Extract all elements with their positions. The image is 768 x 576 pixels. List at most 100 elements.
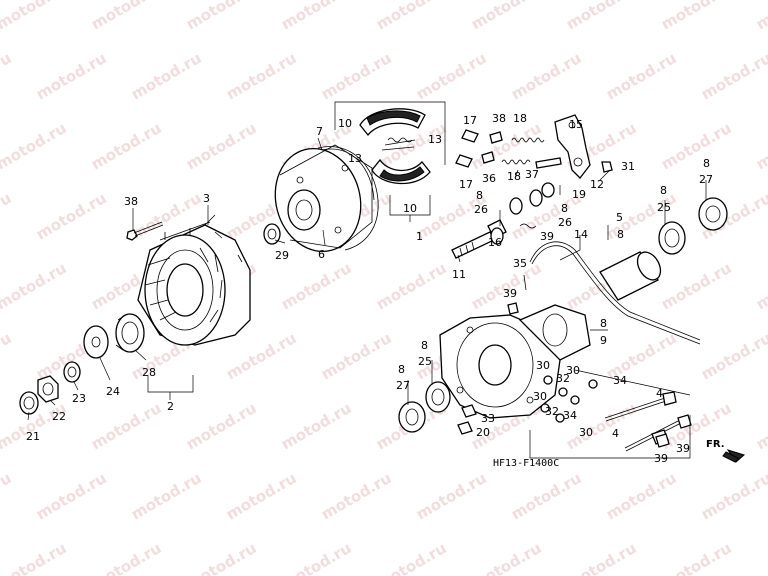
- watermark-text: motod.ru: [183, 539, 259, 576]
- label-33: 33: [481, 412, 495, 425]
- bearing-28: [115, 313, 145, 353]
- bolt-38: [126, 221, 164, 241]
- wing-nut-17a: [461, 129, 479, 143]
- label-23: 23: [72, 392, 86, 405]
- watermark-text: motod.ru: [0, 469, 14, 524]
- label-7: 7: [316, 125, 323, 138]
- label-6: 6: [318, 248, 325, 261]
- spring-39: [519, 223, 537, 229]
- watermark-text: motod.ru: [563, 0, 639, 33]
- label-11: 11: [452, 268, 466, 281]
- label-26b: 26: [558, 216, 572, 229]
- watermark-text: motod.ru: [278, 0, 354, 33]
- washer-30a: [543, 375, 553, 385]
- label-30c: 30: [579, 426, 593, 439]
- label-39a: 39: [540, 230, 554, 243]
- brake-arm-12: [554, 114, 591, 179]
- spacer-23: [63, 361, 81, 383]
- watermark-text: motod.ru: [0, 539, 69, 576]
- label-36: 36: [482, 172, 496, 185]
- label-32b: 32: [545, 405, 559, 418]
- watermark-text: motod.ru: [753, 259, 768, 314]
- label-8h: 8: [398, 363, 405, 376]
- watermark-text: motod.ru: [88, 0, 164, 33]
- watermark-text: motod.ru: [698, 49, 768, 104]
- watermark-text: motod.ru: [88, 399, 164, 454]
- label-4a: 4: [656, 387, 663, 400]
- label-2: 2: [167, 400, 174, 413]
- label-30b: 30: [533, 390, 547, 403]
- spring-18b: [501, 159, 531, 165]
- label-22: 22: [52, 410, 66, 423]
- watermark-text: motod.ru: [658, 539, 734, 576]
- watermark-text: motod.ru: [603, 49, 679, 104]
- seal-27b: [398, 401, 426, 433]
- label-27b: 27: [396, 379, 410, 392]
- washer-16: [490, 227, 504, 245]
- label-10b: 10: [403, 202, 417, 215]
- watermark-text: motod.ru: [753, 119, 768, 174]
- label-30d: 30: [566, 364, 580, 377]
- watermark-text: motod.ru: [0, 329, 14, 384]
- label-17b: 17: [459, 178, 473, 191]
- nut-34a: [588, 379, 598, 389]
- bearing-25a: [658, 221, 686, 255]
- label-26a: 26: [474, 203, 488, 216]
- label-8a: 8: [476, 189, 483, 202]
- watermark-text: motod.ru: [753, 399, 768, 454]
- watermark-text: motod.ru: [128, 49, 204, 104]
- watermark-text: motod.ru: [373, 539, 449, 576]
- pin-36a: [489, 131, 503, 144]
- washer-32a: [558, 387, 568, 397]
- washer-24: [83, 325, 109, 359]
- watermark-text: motod.ru: [318, 329, 394, 384]
- watermark-text: motod.ru: [508, 469, 584, 524]
- watermark-text: motod.ru: [318, 469, 394, 524]
- label-28: 28: [142, 366, 156, 379]
- watermark-text: motod.ru: [563, 399, 639, 454]
- watermark-text: motod.ru: [468, 0, 544, 33]
- label-8e: 8: [703, 157, 710, 170]
- label-29: 29: [275, 249, 289, 262]
- watermark-text: motod.ru: [0, 259, 69, 314]
- watermark-text: motod.ru: [373, 0, 449, 33]
- watermark-text: motod.ru: [698, 329, 768, 384]
- bolt-33: [461, 404, 477, 418]
- nut-20: [457, 421, 473, 435]
- nut-34b: [570, 395, 580, 405]
- cable-14: [529, 241, 701, 341]
- label-14: 14: [574, 228, 588, 241]
- label-37: 37: [525, 168, 539, 181]
- front-direction-label: FR.: [706, 439, 725, 450]
- washer-32b: [555, 413, 565, 423]
- label-8c: 8: [617, 228, 624, 241]
- bolt-37: [535, 157, 562, 169]
- watermark-text: motod.ru: [223, 329, 299, 384]
- watermark-text: motod.ru: [753, 539, 768, 576]
- bolt-39a: [507, 302, 519, 315]
- leader-lines: [27, 137, 707, 421]
- watermark-text: motod.ru: [563, 539, 639, 576]
- watermark-text: motod.ru: [0, 49, 14, 104]
- label-20: 20: [476, 426, 490, 439]
- label-35: 35: [513, 257, 527, 270]
- seal-26b: [529, 189, 543, 207]
- watermark-text: motod.ru: [468, 539, 544, 576]
- label-1: 1: [416, 230, 423, 243]
- watermark-text: motod.ru: [278, 539, 354, 576]
- label-10a: 10: [338, 117, 352, 130]
- sleeve-5: [599, 251, 662, 301]
- watermark-text: motod.ru: [658, 0, 734, 33]
- watermark-text: motod.ru: [413, 49, 489, 104]
- brake-drum-assembly: [137, 214, 251, 346]
- watermark-text: motod.ru: [658, 259, 734, 314]
- label-39d: 39: [654, 452, 668, 465]
- label-8f: 8: [600, 317, 607, 330]
- label-8g: 8: [421, 339, 428, 352]
- label-8d: 8: [660, 184, 667, 197]
- label-19: 19: [572, 188, 586, 201]
- bolt-39c: [655, 433, 670, 448]
- label-25a: 25: [657, 201, 671, 214]
